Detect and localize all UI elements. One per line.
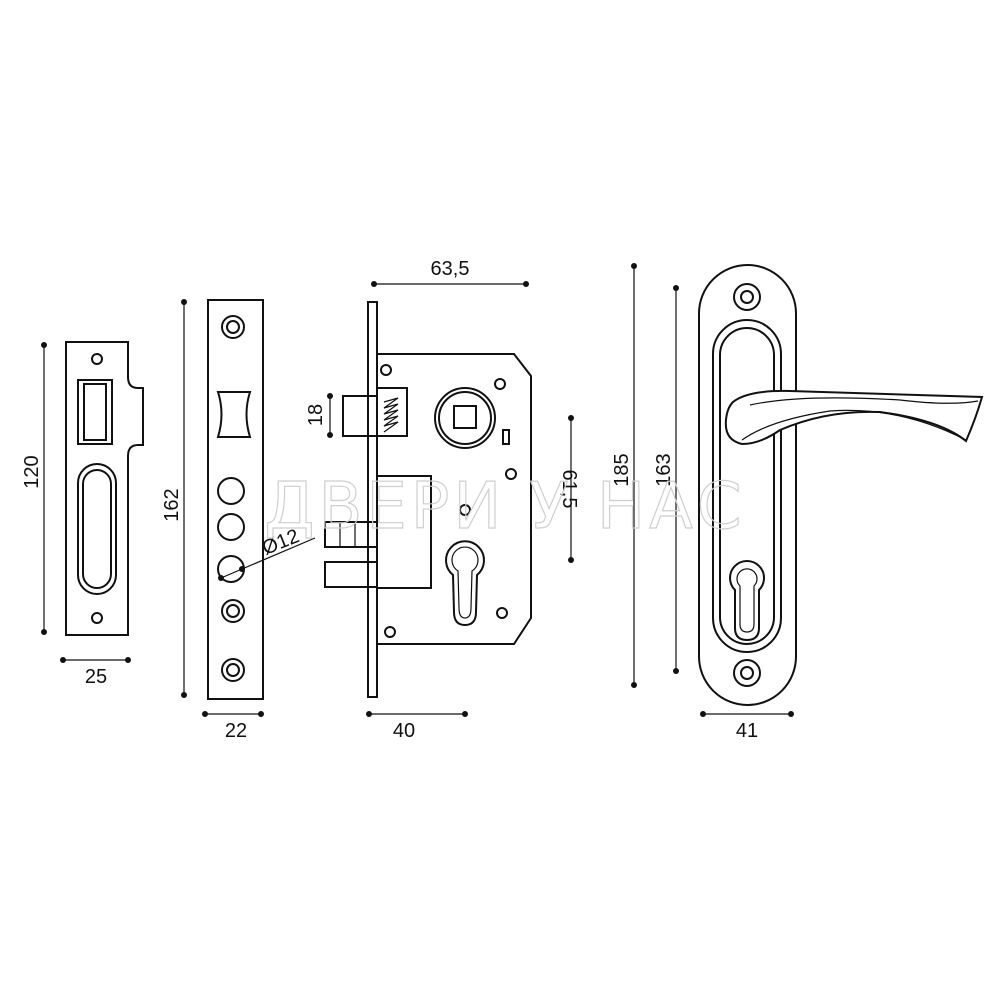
faceplate — [207, 299, 264, 700]
watermark-text: ДВЕРИ У НАС — [264, 470, 745, 544]
lock-body — [324, 301, 532, 698]
backset-label: 40 — [393, 720, 415, 742]
strike-height-dimension: 120 — [21, 342, 47, 635]
faceplate-height-dimension: 162 — [161, 299, 187, 698]
latch-height-label: 18 — [305, 404, 327, 426]
body-length-dimension: 63,5 — [371, 258, 529, 287]
handle-axis-dimension: 163 — [653, 285, 679, 674]
latch-height-dimension: 18 — [305, 393, 333, 438]
escutcheon-width-label: 41 — [736, 720, 758, 742]
strike-height-label: 120 — [21, 455, 43, 488]
strike-plate — [65, 341, 144, 636]
handle-axis-label: 163 — [653, 453, 675, 486]
escutcheon-width-dimension: 41 — [700, 711, 794, 742]
center-distance-label: 61,5 — [558, 470, 580, 509]
strike-width-label: 25 — [85, 666, 107, 688]
escutcheon-height-dimension: 185 — [611, 263, 637, 688]
faceplate-height-label: 162 — [161, 488, 183, 521]
center-distance-dimension: 61,5 — [558, 415, 580, 563]
backset-dimension: 40 — [366, 711, 468, 742]
handle-escutcheon — [698, 264, 984, 706]
faceplate-width-label: 22 — [225, 720, 247, 742]
body-length-label: 63,5 — [431, 258, 470, 280]
faceplate-width-dimension: 22 — [202, 711, 264, 742]
strike-width-dimension: 25 — [60, 657, 131, 688]
escutcheon-height-label: 185 — [611, 453, 633, 486]
